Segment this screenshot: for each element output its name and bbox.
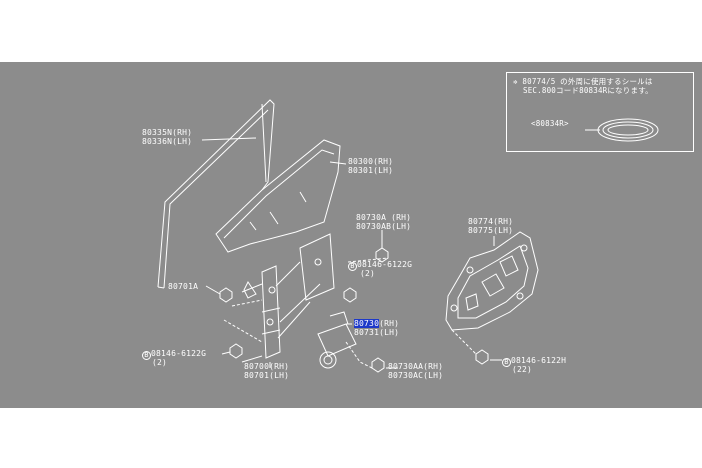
bolt-right-code: 08146-6122H [511,356,567,365]
part-label-80301[interactable]: 80301(LH) [348,166,394,175]
part-label-80730ab[interactable]: 80730AB(LH) [356,222,412,231]
sealing-screen [445,231,539,331]
part-label-80336n[interactable]: 80336N(LH) [142,137,193,146]
part-label-80730a[interactable]: 80730A (RH) [356,213,412,222]
rear-glass [157,99,275,289]
part-label-80731[interactable]: 80731(LH) [354,328,400,337]
parts-diagram: ✲ 80774/5 の外周に使用するシールは SEC.800コード80834Rに… [0,62,702,408]
bolt-top-circle: B [348,262,357,271]
part-label-80701[interactable]: 80701(LH) [244,371,290,380]
highlighted-part-number: 80730 [354,319,380,328]
part-label-bolt-top-qty: (2) [360,269,376,278]
part-label-80730aa[interactable]: 80730AA(RH) [388,362,444,371]
regulator-assembly [223,233,335,363]
part-label-bolt-left-qty: (2) [152,358,168,367]
bolt-right-circle: B [502,358,511,367]
leader-lines [201,137,502,369]
part-label-bolt-right-qty: (22) [512,365,533,374]
note-box: ✲ 80774/5 の外周に使用するシールは SEC.800コード80834Rに… [506,72,694,152]
part-label-80730[interactable]: 80730(RH) [354,319,399,328]
motor [317,311,373,369]
note-line-1: ✲ 80774/5 の外周に使用するシールは [513,77,653,86]
diagram-drawing [157,99,659,373]
note-line-2: SEC.800コード80834Rになります。 [523,86,653,95]
seal-part-label: <80834R> [531,119,569,128]
bolt-left-circle: B [142,351,151,360]
part-label-80730ac[interactable]: 80730AC(LH) [388,371,444,380]
part-label-80700[interactable]: 80700(RH) [244,362,290,371]
part-label-80775[interactable]: 80775(LH) [468,226,514,235]
part-label-80774[interactable]: 80774(RH) [468,217,514,226]
part-80730-suffix: (RH) [379,319,400,328]
bolt-top-code: 08146-6122G [357,260,413,269]
seal-ring [585,118,659,142]
bolt-left-code: 08146-6122G [151,349,207,358]
part-label-80701a[interactable]: 80701A [168,282,199,291]
part-label-80335n[interactable]: 80335N(RH) [142,128,193,137]
front-glass [215,139,341,253]
part-label-80300[interactable]: 80300(RH) [348,157,394,166]
